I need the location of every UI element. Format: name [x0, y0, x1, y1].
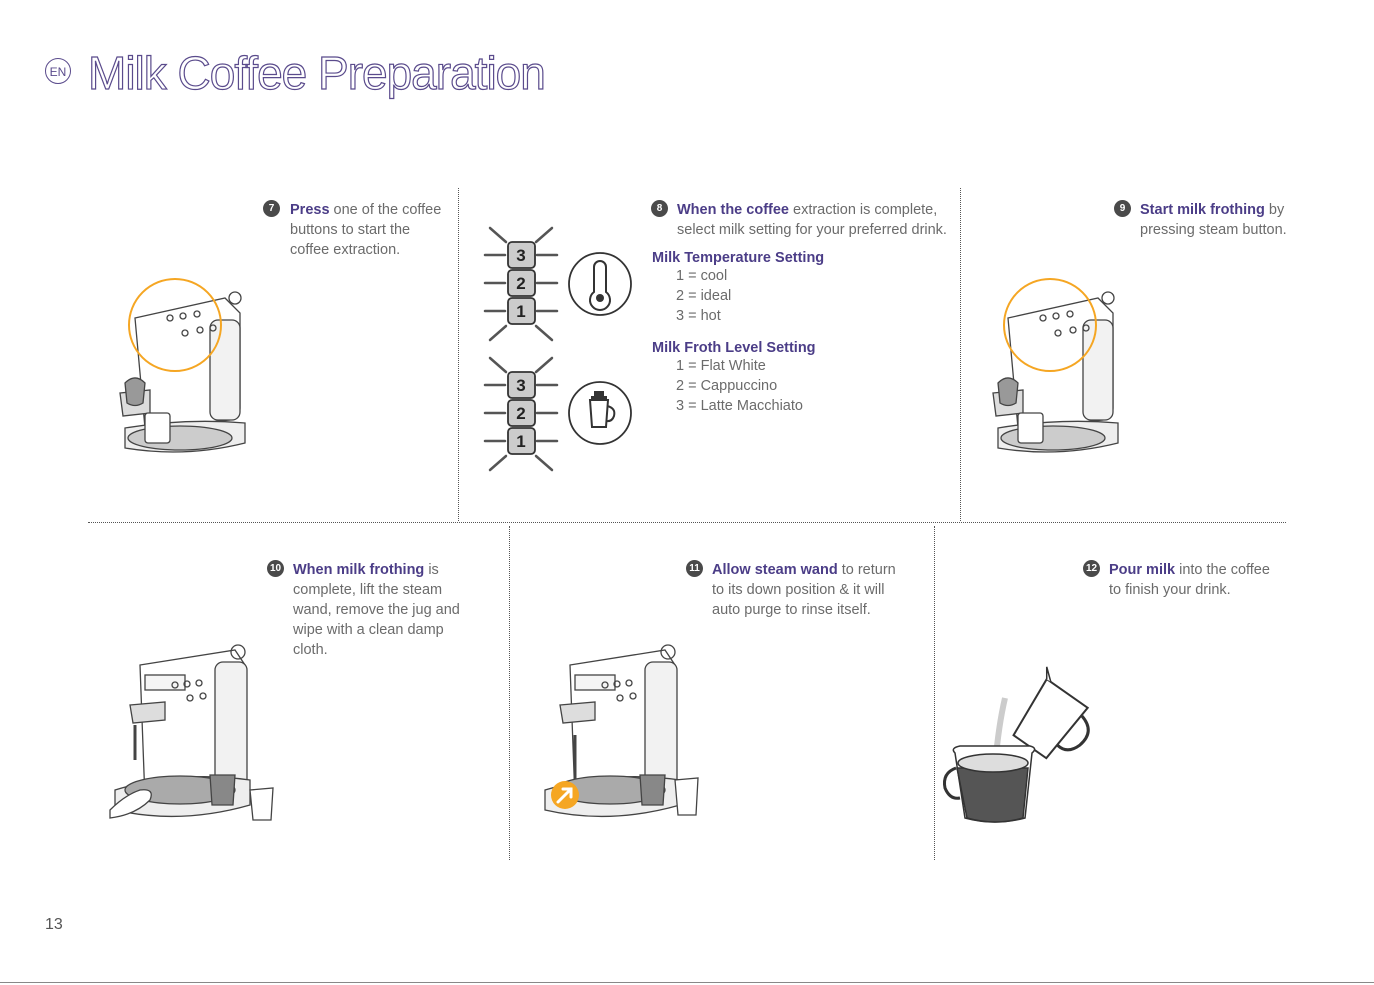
step-number: 7: [263, 200, 280, 217]
step-12: 12 Pour milk into the coffee to finish y…: [1083, 560, 1283, 600]
step-text: is complete, lift the steam wand, remove…: [293, 562, 460, 658]
coffee-machine-wipe-illustration: [109, 644, 274, 821]
thermometer-icon: [568, 252, 632, 316]
setting-heading: Milk Froth Level Setting: [652, 340, 816, 356]
step-text: to return to its down position & it will…: [712, 562, 896, 618]
step-number: 10: [267, 560, 284, 577]
step-text: by pressing steam button.: [1140, 202, 1287, 238]
page-title: Milk Coffee Preparation: [87, 46, 546, 99]
level-button-label: 2: [516, 404, 525, 423]
milk-temperature-setting: Milk Temperature Setting 1 = cool 2 = id…: [652, 250, 942, 326]
milk-jug-icon: [568, 381, 632, 445]
step-number: 8: [651, 200, 668, 217]
step-10: 10 When milk frothing is complete, lift …: [267, 560, 482, 660]
step-highlight: Press: [290, 202, 330, 218]
coffee-machine-illustration: [992, 278, 1119, 453]
coffee-machine-purge-illustration: [544, 644, 699, 818]
setting-item: 3 = Latte Macchiato: [676, 398, 803, 414]
setting-item: 2 = ideal: [676, 288, 732, 304]
step-highlight: Start milk frothing: [1140, 202, 1265, 218]
level-button-label: 2: [516, 274, 525, 293]
setting-item: 3 = hot: [676, 308, 721, 324]
column-divider: [934, 526, 935, 860]
step-11: 11 Allow steam wand to return to its dow…: [686, 560, 901, 620]
page-number: 13: [45, 916, 63, 933]
arrow-up-icon: [551, 781, 579, 809]
step-8: 8 When the coffee extraction is complete…: [651, 200, 951, 240]
row-divider: [88, 522, 1286, 523]
pour-milk-illustration: [943, 666, 1090, 823]
step-text: extraction is complete, select milk sett…: [677, 202, 947, 238]
milk-froth-setting: Milk Froth Level Setting 1 = Flat White …: [652, 340, 942, 416]
coffee-machine-illustration: [119, 278, 246, 453]
step-number: 11: [686, 560, 703, 577]
step-highlight: When milk frothing: [293, 562, 425, 578]
setting-heading: Milk Temperature Setting: [652, 250, 825, 266]
column-divider: [960, 188, 961, 521]
setting-item: 1 = cool: [676, 268, 728, 284]
step-text: into the coffee to finish your drink.: [1109, 562, 1270, 598]
footer-divider: [0, 982, 1374, 983]
step-highlight: Allow steam wand: [712, 562, 838, 578]
level-button-stacks: 3 2 1 3 2 1: [483, 226, 632, 472]
level-button-label: 1: [516, 432, 525, 451]
step-highlight: When the coffee: [677, 202, 789, 218]
level-button-label: 3: [516, 246, 525, 265]
step-number: 12: [1083, 560, 1100, 577]
step-7: 7 Press one of the coffee buttons to sta…: [263, 200, 448, 260]
step-highlight: Pour milk: [1109, 562, 1176, 578]
level-button-label: 3: [516, 376, 525, 395]
column-divider: [509, 526, 510, 860]
step-9: 9 Start milk frothing by pressing steam …: [1114, 200, 1289, 240]
step-number: 9: [1114, 200, 1131, 217]
language-badge: EN: [45, 58, 71, 84]
step-text: one of the coffee buttons to start the c…: [290, 202, 442, 258]
setting-item: 1 = Flat White: [676, 358, 766, 374]
level-button-label: 1: [516, 302, 525, 321]
setting-item: 2 = Cappuccino: [676, 378, 778, 394]
column-divider: [458, 188, 459, 521]
